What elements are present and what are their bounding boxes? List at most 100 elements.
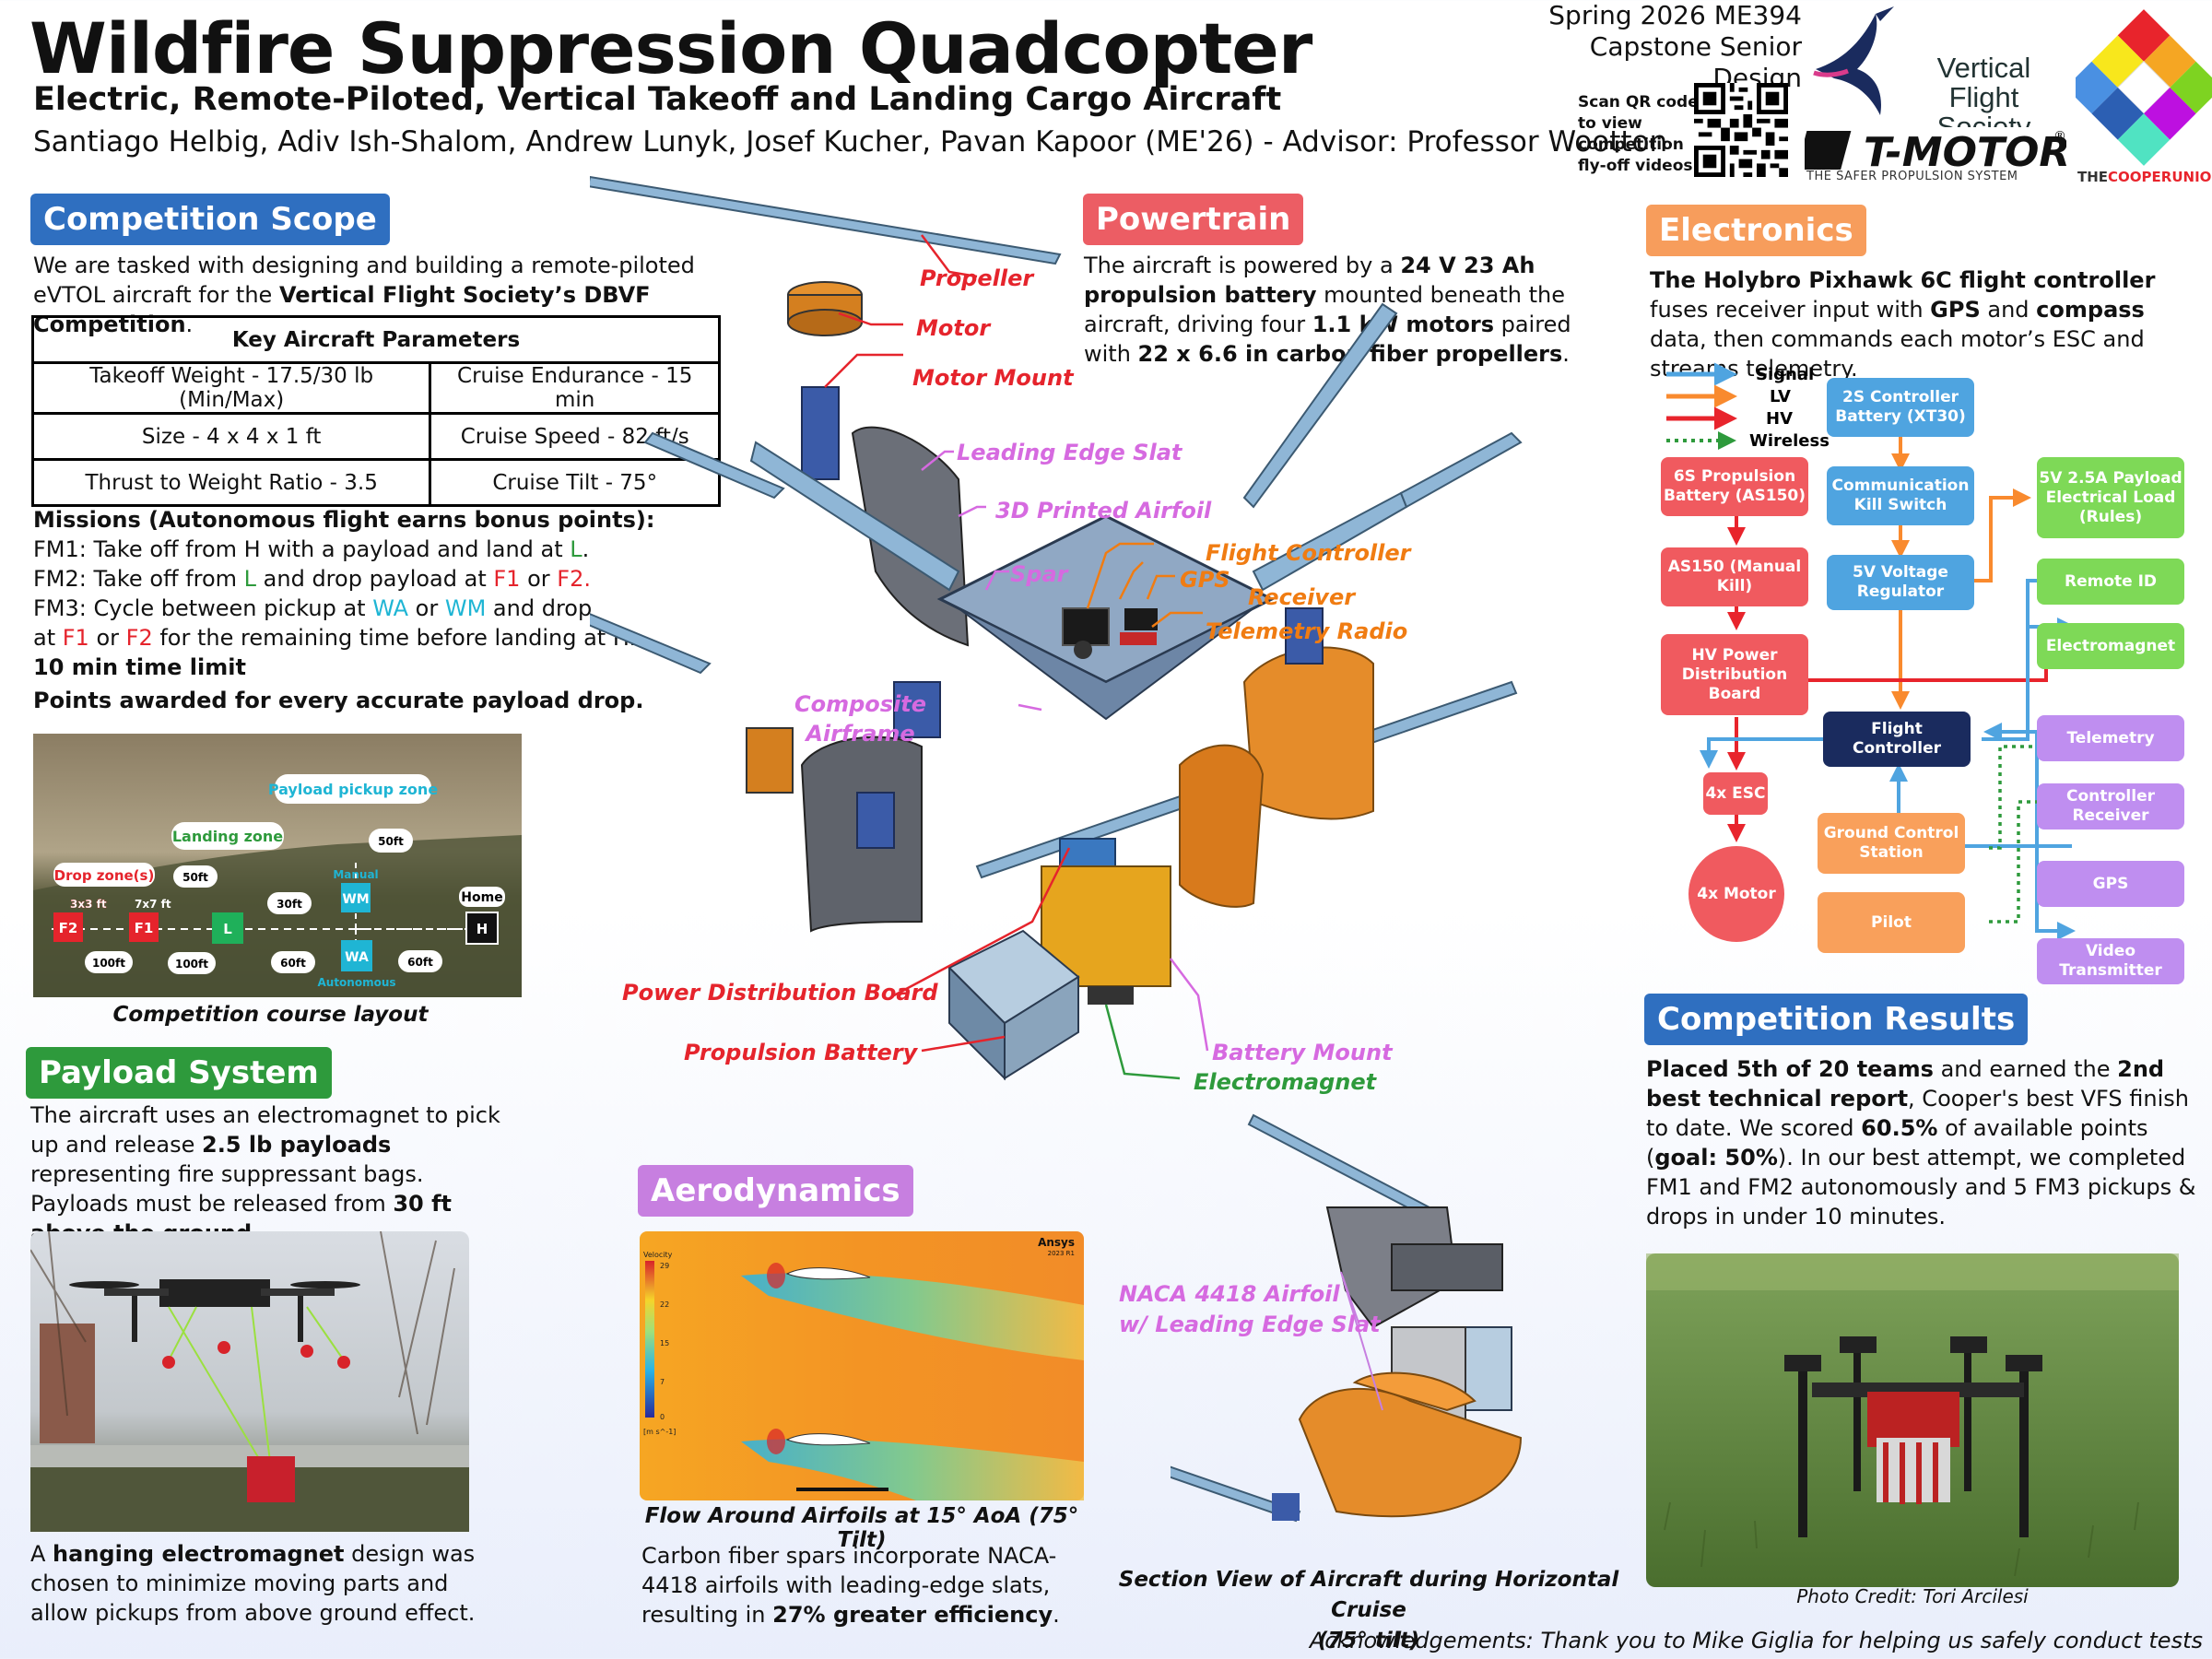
qr-code-icon[interactable]	[1694, 83, 1788, 177]
results-r5: 60.5%	[1861, 1115, 1938, 1141]
legend-lv: LV	[1770, 387, 1791, 406]
results-r8: ). In our best attempt, we completed FM1…	[1646, 1145, 2196, 1230]
acknowledgements: Acknowledgements: Thank you to Mike Gigl…	[1309, 1628, 2203, 1653]
missions-heading: Missions (Autonomous flight earns bonus …	[33, 507, 655, 533]
label-telemetry-radio: Telemetry Radio	[1206, 618, 1408, 644]
payload-bottom-a: A	[30, 1541, 53, 1567]
node-remote-id: Remote ID	[2037, 559, 2184, 605]
label-composite-line2: Airframe	[806, 721, 915, 747]
course-line1: Spring 2026 ME394	[1548, 0, 1802, 30]
tmotor-logo: T-MOTOR ®	[1805, 127, 2066, 176]
fm2-text: FM2: Take off from	[33, 566, 244, 592]
fm3-f2: F2	[125, 625, 153, 651]
label-battery-mount: Battery Mount	[1212, 1040, 1393, 1065]
fm3-or2: or	[88, 625, 126, 651]
fm3-line2: at F1 or F2 for the remaining time befor…	[33, 623, 752, 653]
velocity-label: Velocity	[643, 1251, 673, 1259]
aero-caption: Flow Around Airfoils at 15° AoA (75° Til…	[644, 1504, 1079, 1552]
node-payload-load: 5V 2.5A Payload Electrical Load (Rules)	[2037, 457, 2184, 538]
unit-label: [m s^-1]	[643, 1428, 676, 1436]
node-video-transmitter: Video Transmitter	[2037, 938, 2184, 984]
results-heading: Competition Results	[1644, 994, 2029, 1045]
time-limit: 10 min time limit	[33, 654, 246, 680]
label-composite-airframe: Composite Airframe	[794, 689, 926, 748]
scale-tick: 15	[660, 1339, 669, 1347]
poster-subtitle: Electric, Remote-Piloted, Vertical Takeo…	[33, 81, 1282, 118]
aero-text-a: Carbon fiber spars incorporate NACA-4418…	[641, 1543, 1057, 1628]
zone-wa	[341, 940, 372, 971]
drop-size-label: 3x3 ft	[70, 898, 107, 911]
aero-text: Carbon fiber spars incorporate NACA-4418…	[641, 1541, 1102, 1630]
payload-text: The aircraft uses an electromagnet to pi…	[30, 1100, 510, 1248]
cooper-union-text: THECOOPERUNION	[2077, 169, 2212, 185]
param-cell: Cruise Tilt - 75°	[429, 458, 721, 507]
dist-label: 50ft	[182, 871, 208, 884]
course-info: Spring 2026 ME394 Capstone Senior Design	[1493, 0, 1802, 94]
label-naca-line1: NACA 4418 Airfoil	[1119, 1281, 1340, 1307]
node-controller-battery: 2S Controller Battery (XT30)	[1827, 378, 1974, 437]
course-layout-map: Payload pickup zone Landing zone Drop zo…	[33, 734, 522, 997]
label-electromagnet: Electromagnet	[1194, 1069, 1377, 1095]
zone-f1	[129, 912, 159, 942]
node-voltage-regulator: 5V Voltage Regulator	[1827, 555, 1974, 610]
home-label: Home	[461, 890, 502, 905]
zone-wm	[341, 883, 371, 912]
fm3-at: at	[33, 625, 63, 651]
pickup-zone-bubble	[275, 774, 431, 804]
powertrain-text: The aircraft is powered by a 24 V 23 Ah …	[1084, 251, 1609, 369]
pickup-zone-label: Payload pickup zone	[268, 781, 439, 798]
scale-tick: 29	[660, 1262, 669, 1270]
zone-h-label: H	[477, 921, 488, 937]
payload-heading: Payload System	[26, 1047, 332, 1099]
label-spar: Spar	[1010, 561, 1068, 587]
param-cell: Size - 4 x 4 x 1 ft	[30, 412, 432, 461]
zone-h	[465, 912, 499, 945]
node-gps: GPS	[2037, 861, 2184, 907]
dist-label: 60ft	[407, 956, 433, 969]
payload-bottom-c: design was chosen to minimize moving par…	[30, 1541, 476, 1626]
fm1-end: .	[582, 536, 590, 562]
node-pilot: Pilot	[1818, 892, 1965, 953]
label-gps: GPS	[1180, 567, 1230, 593]
node-electromagnet: Electromagnet	[2037, 623, 2184, 669]
results-r2: and earned the	[1933, 1056, 2118, 1082]
params-table-title: Key Aircraft Parameters	[31, 315, 721, 364]
fm2-text2: and drop payload at	[256, 566, 494, 592]
dist-label: 60ft	[280, 957, 306, 970]
fm3-text: FM3: Cycle between pickup at	[33, 595, 373, 621]
electronics-t3: GPS	[1930, 297, 1981, 323]
payload-text-b: 2.5 lb payloads	[202, 1132, 392, 1158]
scale-tick: 22	[660, 1300, 669, 1309]
fm3-rest: for the remaining time before landing at…	[152, 625, 637, 651]
fm2: FM2: Take off from L and drop payload at…	[33, 564, 752, 594]
drop-size-label: 7x7 ft	[135, 898, 171, 911]
node-as150: AS150 (Manual Kill)	[1661, 547, 1808, 606]
label-motor: Motor	[916, 315, 991, 341]
motor-mount-part	[801, 386, 840, 480]
powertrain-t5: paired with	[1084, 312, 1571, 367]
tmotor-tagline: THE SAFER PROPULSION SYSTEM	[1806, 170, 2018, 183]
label-receiver: Receiver	[1248, 584, 1356, 610]
node-propulsion-battery: 6S Propulsion Battery (AS150)	[1661, 457, 1808, 516]
dist-label: 100ft	[92, 957, 125, 970]
param-cell: Thrust to Weight Ratio - 3.5	[30, 458, 432, 507]
results-photo	[1646, 1253, 2179, 1587]
electronics-t5: compass	[2036, 297, 2145, 323]
zone-wm-label: WM	[342, 892, 369, 907]
aero-heading: Aerodynamics	[638, 1165, 913, 1217]
electronics-t2: fuses receiver input with	[1650, 297, 1931, 323]
label-printed-airfoil: 3D Printed Airfoil	[995, 498, 1212, 524]
label-composite-line1: Composite	[794, 691, 927, 717]
label-propeller: Propeller	[920, 265, 1034, 291]
cooper-text-union: UNION	[2171, 169, 2212, 185]
node-controller-receiver: Controller Receiver	[2037, 783, 2184, 830]
vfs-logo	[1813, 6, 1894, 115]
aero-text-b: 27% greater efficiency	[772, 1602, 1053, 1628]
manual-label: Manual	[333, 868, 378, 881]
powertrain-t1: The aircraft is powered by a	[1084, 253, 1401, 278]
powertrain-t4: 1.1 kW motors	[1312, 312, 1494, 337]
payload-bottom-b: hanging electromagnet	[53, 1541, 345, 1567]
autonomous-label: Autonomous	[317, 976, 395, 989]
payload-text-c: representing fire suppressant bags. Payl…	[30, 1161, 424, 1217]
fm2-or: or	[520, 566, 558, 592]
